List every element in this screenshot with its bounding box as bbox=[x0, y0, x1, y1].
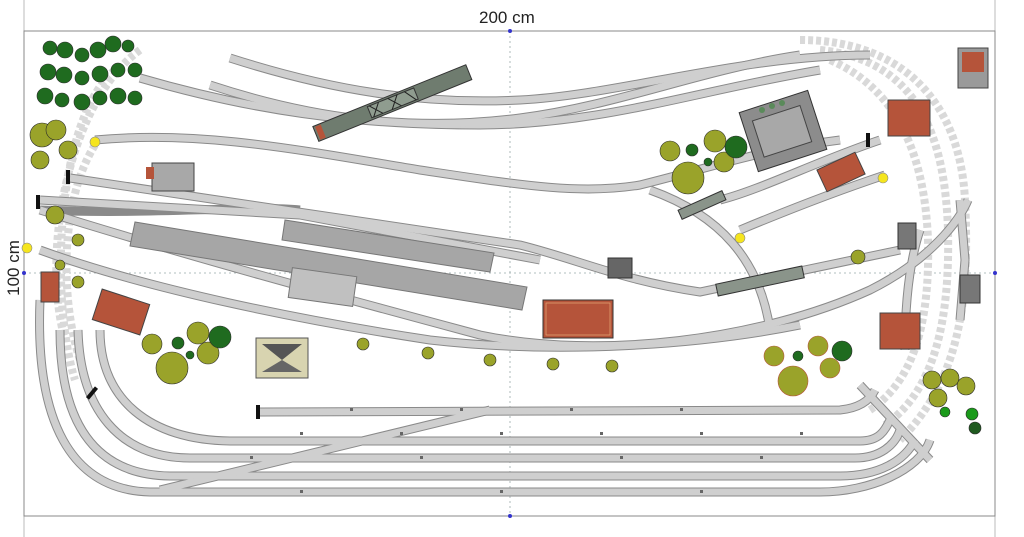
tree-dark-center bbox=[208, 325, 232, 349]
platform-main bbox=[129, 221, 528, 311]
width-dimension-label: 200 cm bbox=[479, 8, 535, 27]
bridge-mid bbox=[677, 190, 727, 220]
tree-cluster-left bbox=[29, 119, 85, 289]
track-inner bbox=[36, 51, 972, 496]
grey-sheds-right bbox=[897, 222, 917, 250]
station-platforms bbox=[129, 219, 528, 311]
platform-island bbox=[281, 219, 495, 273]
factory-building bbox=[738, 89, 828, 173]
red-house-edge bbox=[40, 271, 60, 303]
tree-cluster-bottom-right bbox=[922, 368, 976, 408]
board bbox=[22, 0, 997, 537]
house-near-tracks bbox=[816, 151, 866, 193]
small-shed bbox=[607, 257, 633, 279]
tree-cluster-top-middle bbox=[659, 129, 866, 265]
red-house-right-top bbox=[887, 99, 931, 137]
track-middle-2 bbox=[38, 245, 801, 352]
signals bbox=[21, 136, 889, 254]
tree-cluster-right bbox=[763, 335, 841, 397]
buildings bbox=[40, 47, 989, 379]
platform-canopy bbox=[287, 267, 358, 308]
red-house-left bbox=[91, 288, 151, 336]
trees bbox=[29, 35, 982, 435]
tree-cluster-center bbox=[141, 321, 619, 385]
station-building bbox=[542, 299, 614, 339]
track-branch-right bbox=[648, 185, 775, 331]
small-house-left bbox=[151, 162, 195, 192]
bridge-upper bbox=[312, 64, 473, 143]
bridge-right bbox=[715, 265, 805, 297]
track-joints bbox=[250, 408, 803, 493]
red-house-right-mid bbox=[879, 312, 921, 350]
bridges bbox=[312, 64, 805, 297]
buffer-stops bbox=[36, 133, 870, 419]
tree-cluster-top-left bbox=[36, 35, 143, 111]
